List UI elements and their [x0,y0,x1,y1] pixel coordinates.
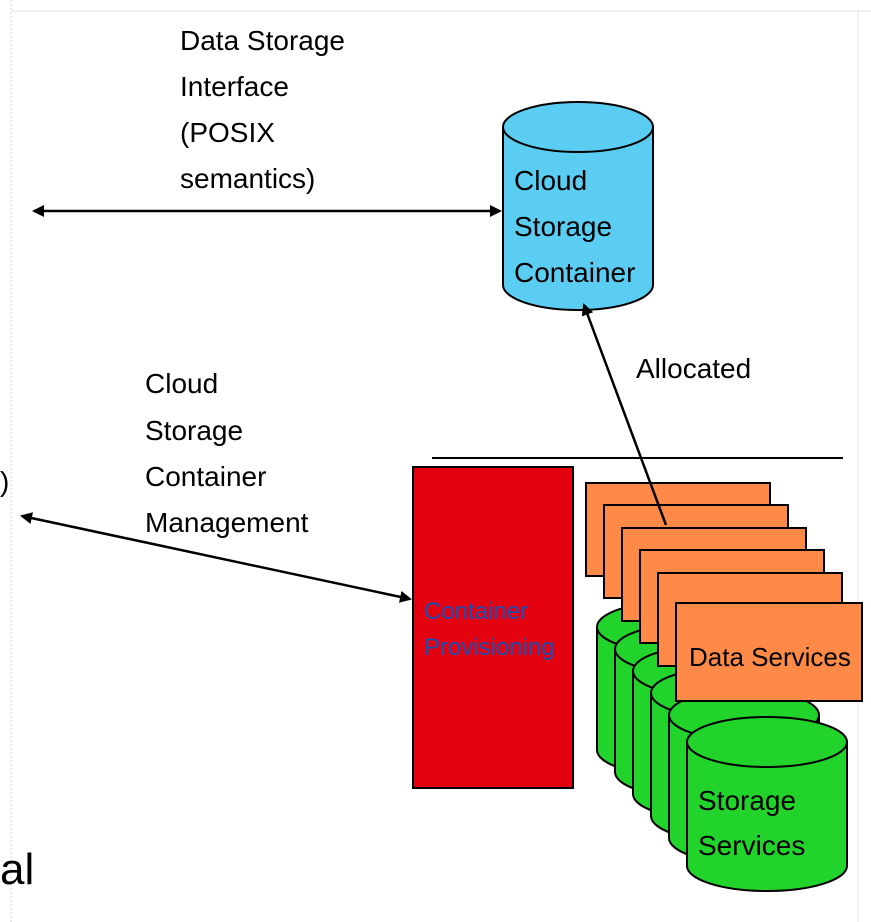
storage-services-label: Storage Services [698,785,805,861]
data-services-box-6 [675,602,863,702]
cloud-cylinder-top [502,101,654,153]
cloud-container-line-2: Storage [514,211,612,242]
storage-cylinder-6 [686,716,848,892]
interface-label-line-2: Interface [180,71,289,102]
data-services-stack: Data Services [585,482,863,702]
left-edge-paren: ) [0,466,9,497]
storage-services-line-1: Storage [698,785,796,816]
cloud-storage-container: Cloud Storage Container [502,101,654,311]
management-label-line-2: Storage [145,415,243,446]
management-label-line-1: Cloud [145,368,218,399]
container-provisioning: Container Provisioning [412,466,574,789]
cloud-container-line-3: Container [514,257,635,288]
interface-label-line-1: Data Storage [180,25,345,56]
cloud-cylinder-body [502,126,654,311]
allocated-label: Allocated [636,353,751,384]
provisioning-line-1: Container [424,598,528,625]
provisioning-label: Container Provisioning [424,598,555,661]
interface-label-line-3: (POSIX [180,117,275,148]
management-label-line-3: Container [145,461,266,492]
provisioning-box [412,466,574,789]
interface-label-line-4: semantics) [180,163,315,194]
management-arrow [20,512,412,603]
cloud-container-line-1: Cloud [514,165,587,196]
data-services-label: Data Services [689,642,851,672]
storage-services-line-2: Services [698,830,805,861]
left-edge-fragment: al [0,845,34,894]
management-label-line-4: Management [145,507,309,538]
management-label: Cloud Storage Container Management [145,368,309,538]
interface-label: Data Storage Interface (POSIX semantics) [180,25,353,194]
allocated-arrow [581,303,668,526]
provisioning-line-2: Provisioning [424,634,555,661]
cloud-container-label: Cloud Storage Container [514,165,635,288]
